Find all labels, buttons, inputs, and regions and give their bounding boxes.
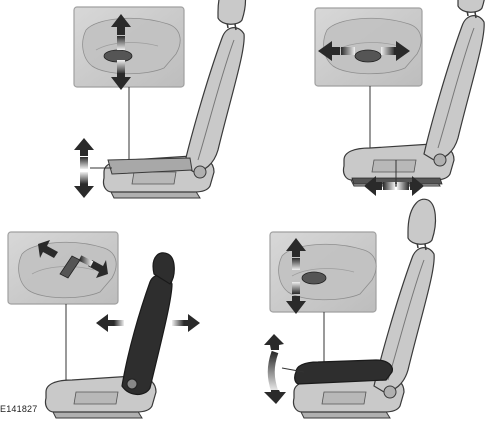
seat-switch-icon [354,49,382,63]
left-right-arrow-icon [318,41,410,61]
panel-seat-recline [7,231,200,419]
up-down-arrow-icon [286,238,306,314]
figure-reference-id: E141827 [0,404,38,414]
horizontal-move-arrow-icon [364,176,424,196]
recline-arrow-icon [38,240,108,278]
panel-seat-cushion-tilt [264,198,437,419]
seat-switch-icon [301,271,327,285]
up-down-arrow-icon [111,14,131,90]
vertical-move-arrow-icon [74,138,94,198]
panel-seat-fore-aft [314,0,487,196]
highlighted-backrest [121,252,175,396]
highlighted-cushion [294,359,393,385]
panel-seat-height [73,0,247,199]
cushion-tilt-arrow-icon [264,334,286,404]
highlighted-seat-base [107,157,193,175]
recline-motion-arrow-icon [96,314,200,332]
